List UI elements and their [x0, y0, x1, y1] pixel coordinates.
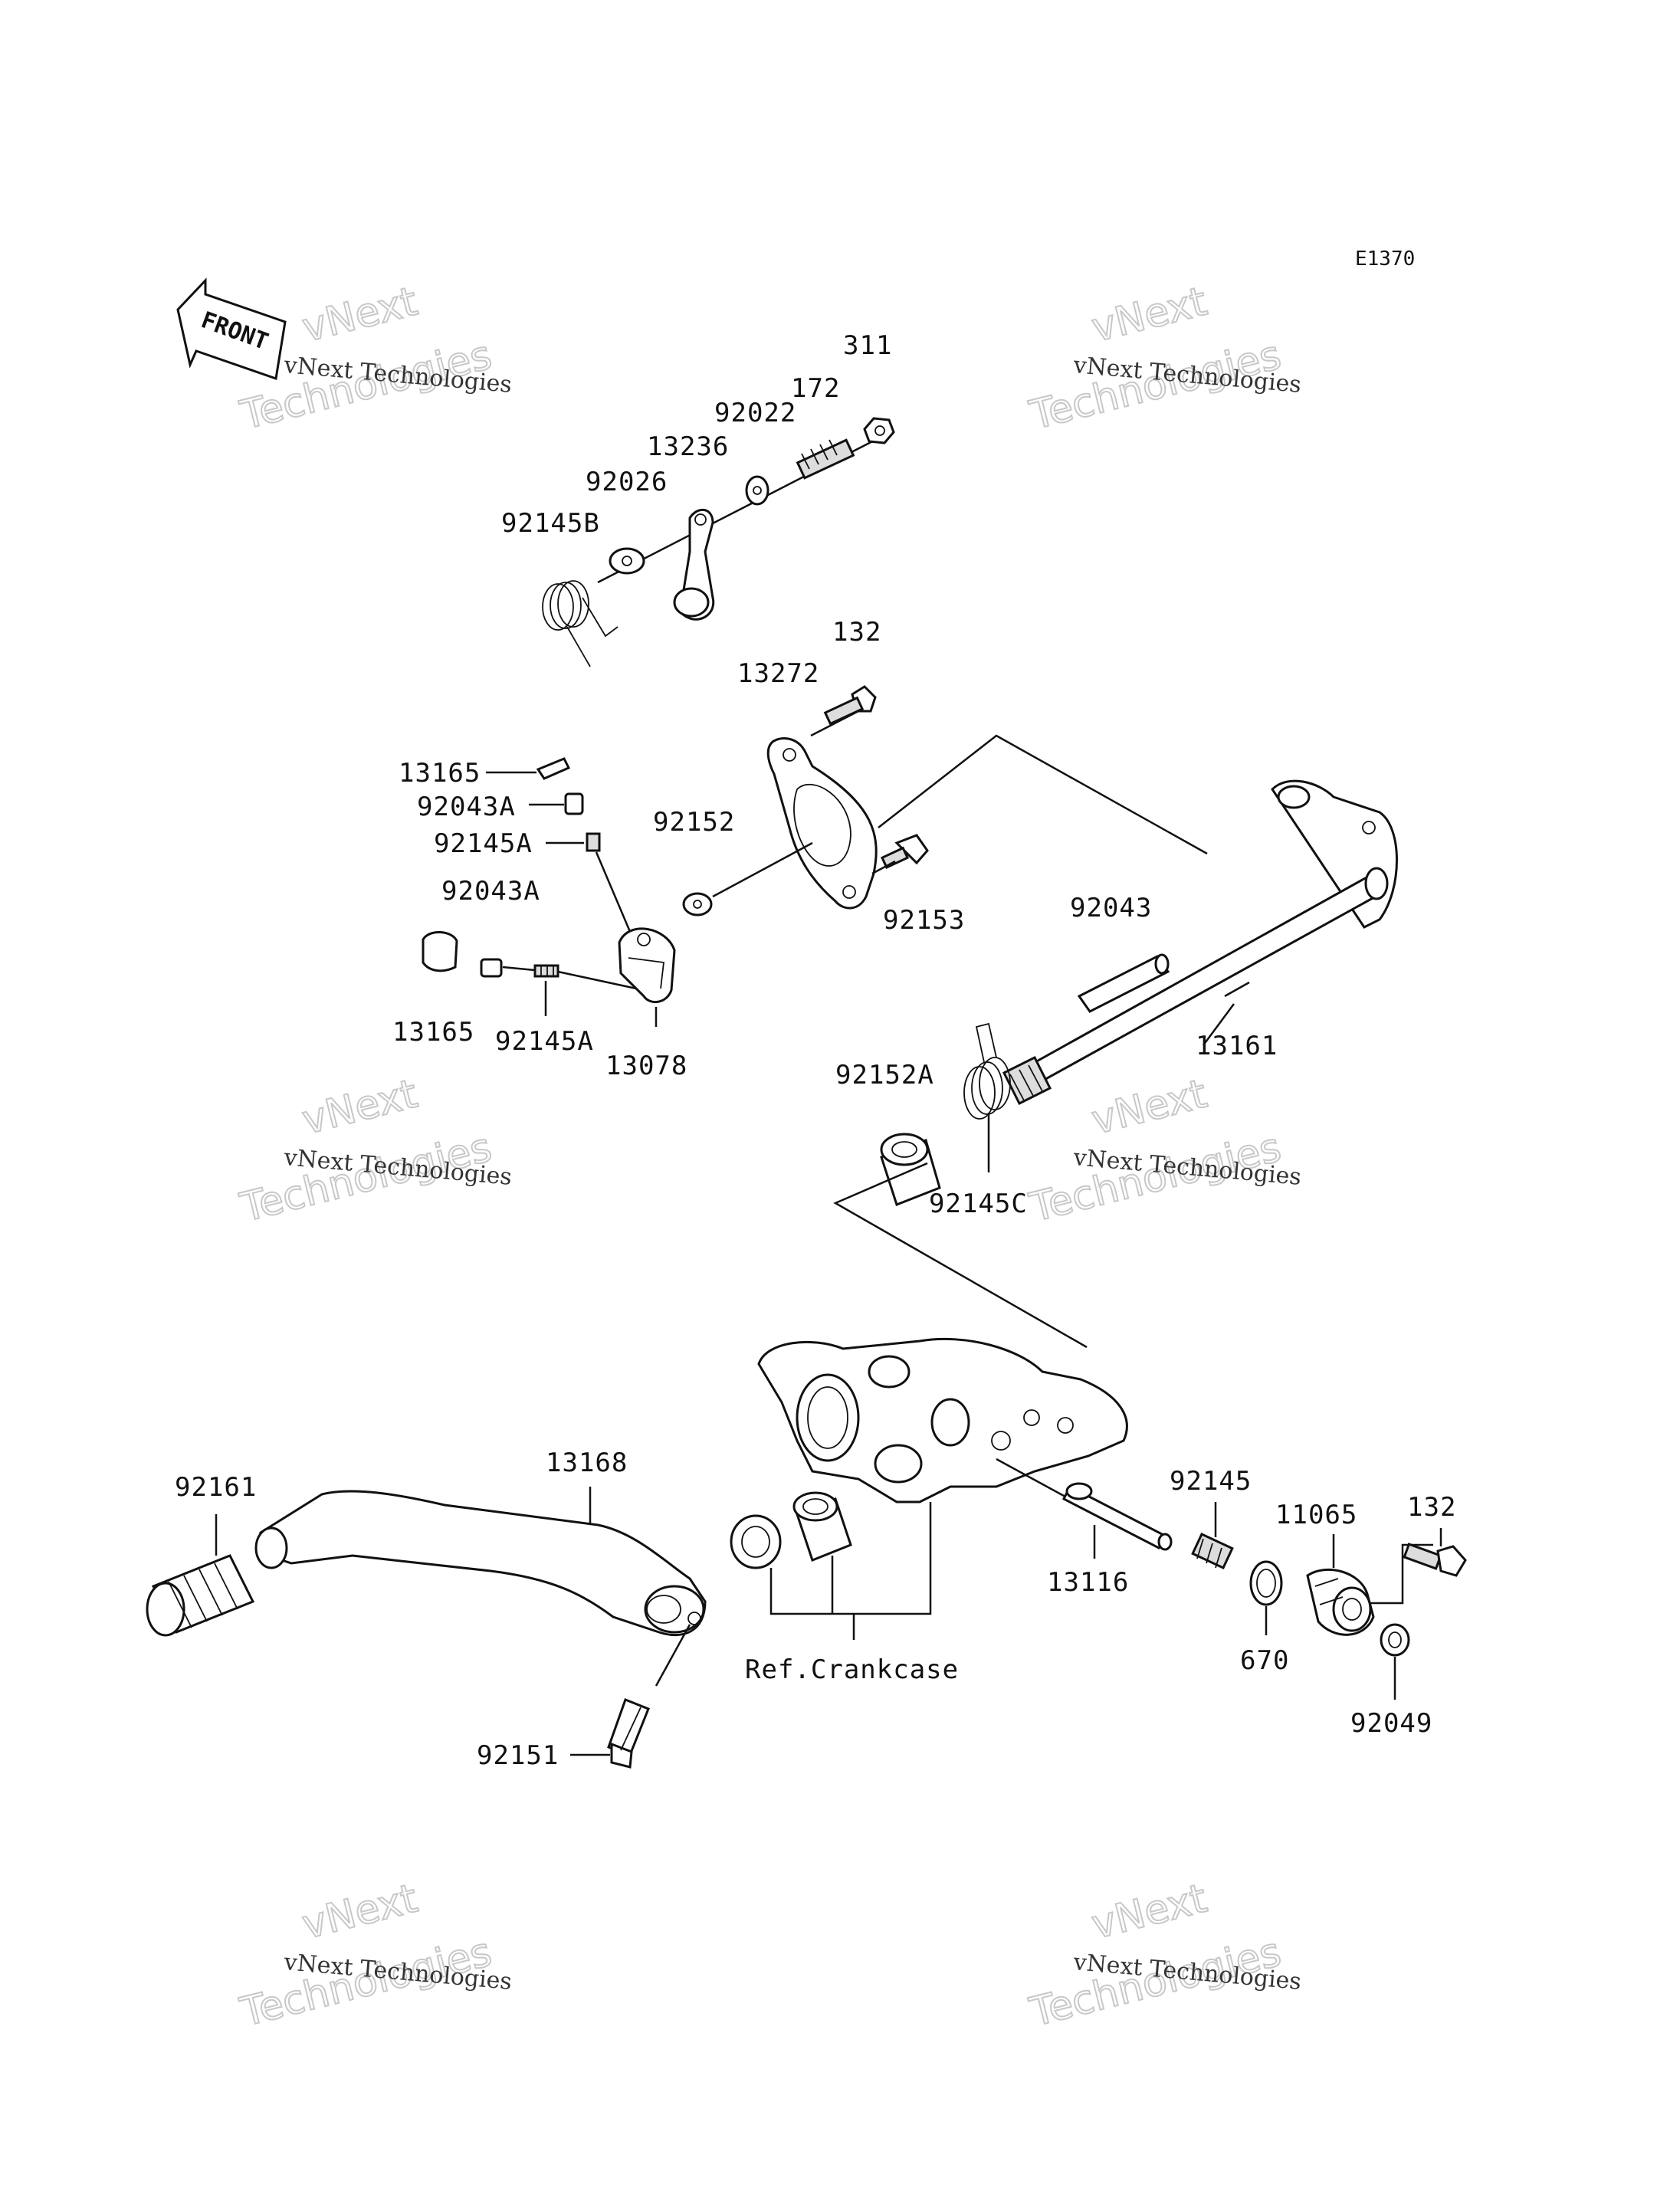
part-92151-bolt	[607, 1698, 650, 1769]
watermark-mid-left: vNext Technologies vNext Technologies	[235, 1071, 514, 1232]
leader-92145A-line	[595, 851, 636, 943]
axis-line-plate	[712, 841, 813, 898]
part-92043A-bottom	[480, 958, 503, 978]
leader-92153	[871, 860, 896, 875]
leader-link-2	[557, 970, 637, 990]
part-92153-screw	[880, 834, 929, 870]
part-oil-seal	[730, 1514, 782, 1569]
part-92145A-top	[586, 832, 601, 852]
part-132-bolt-bottom	[1403, 1543, 1467, 1577]
label-92043: 92043	[1070, 893, 1152, 923]
leader-92043	[1224, 981, 1250, 998]
leader-13161	[1202, 1003, 1235, 1046]
label-92026: 92026	[586, 467, 668, 497]
part-92145-spring	[1191, 1533, 1234, 1569]
part-92145C-spring	[963, 1022, 1011, 1120]
part-92026-washer	[609, 547, 645, 575]
label-11065: 11065	[1275, 1500, 1357, 1530]
front-arrow-icon: FRONT	[176, 277, 287, 381]
part-92043A-top	[564, 792, 584, 815]
part-11065-cap	[1306, 1569, 1375, 1636]
leader-link-1	[502, 966, 536, 972]
part-92049-washer	[1380, 1623, 1410, 1657]
label-92049: 92049	[1350, 1708, 1432, 1739]
part-labels: 311 172 92022 13236 92026 92145B 132 132…	[175, 330, 1456, 1771]
label-92153: 92153	[883, 905, 965, 936]
label-13165-top: 13165	[399, 758, 481, 789]
ref-crankcase-label: Ref.Crankcase	[745, 1654, 959, 1685]
part-92161-rubber	[146, 1554, 255, 1637]
label-92151: 92151	[477, 1740, 559, 1771]
label-132-bottom: 132	[1407, 1492, 1456, 1523]
svg-text:vNext: vNext	[298, 1876, 422, 1949]
diagram-code: E1370	[1355, 248, 1415, 271]
part-13272-plate	[766, 737, 878, 910]
part-13161-shaft	[1002, 779, 1398, 1106]
label-13168: 13168	[546, 1448, 628, 1478]
part-92145B-spring	[542, 580, 619, 667]
label-172: 172	[791, 373, 840, 404]
label-13272: 13272	[737, 658, 819, 689]
part-13116-pin	[1061, 1482, 1173, 1551]
part-needle-bearing	[792, 1491, 852, 1562]
svg-text:vNext: vNext	[1088, 279, 1212, 352]
svg-text:vNext: vNext	[298, 1071, 422, 1144]
part-132-bolt-top	[823, 685, 877, 726]
leader-132b-bracket	[1370, 1543, 1433, 1605]
label-311: 311	[843, 330, 892, 361]
label-92043A-bottom: 92043A	[441, 876, 540, 907]
part-92152A-bushing	[880, 1133, 941, 1206]
svg-text:vNext: vNext	[1088, 1071, 1212, 1144]
label-670: 670	[1240, 1645, 1289, 1676]
label-92145A-top: 92145A	[434, 828, 533, 859]
label-92145: 92145	[1170, 1466, 1252, 1497]
label-132-top: 132	[832, 617, 881, 648]
label-13116: 13116	[1047, 1567, 1129, 1598]
part-crankcase-ref	[757, 1337, 1128, 1503]
label-92043A-top: 92043A	[417, 792, 516, 822]
label-92152: 92152	[653, 807, 735, 838]
ref-bracket-line	[769, 1502, 932, 1615]
leader-132	[810, 708, 862, 737]
part-13165-top	[536, 757, 571, 780]
label-13078: 13078	[605, 1051, 687, 1081]
part-92022-washer	[745, 475, 769, 506]
part-92152-washer	[682, 892, 713, 917]
part-311-nut	[863, 417, 895, 444]
label-92145C: 92145C	[929, 1189, 1028, 1219]
part-13165-bottom	[422, 931, 458, 972]
watermark-mid-right: vNext Technologies vNext Technologies	[1025, 1071, 1303, 1232]
label-13236: 13236	[647, 431, 729, 462]
svg-text:vNext: vNext	[1088, 1876, 1212, 1949]
label-13161: 13161	[1196, 1031, 1278, 1061]
watermark-top-right: vNext Technologies vNext Technologies	[1025, 278, 1303, 440]
label-92145B: 92145B	[501, 508, 600, 539]
part-13168-pedal	[254, 1490, 707, 1637]
label-13165-bottom: 13165	[392, 1017, 474, 1048]
label-92022: 92022	[714, 398, 796, 428]
label-92161: 92161	[175, 1472, 257, 1503]
leader-pedal-bolt	[655, 1624, 691, 1687]
part-670-circlip	[1249, 1560, 1283, 1606]
label-92145A-bottom: 92145A	[495, 1026, 594, 1057]
part-13236-arm	[673, 509, 715, 621]
part-13078-holder	[618, 927, 676, 1003]
label-92152A: 92152A	[835, 1060, 934, 1090]
shaft-guide-line	[878, 734, 1208, 855]
part-172-stud	[796, 438, 855, 480]
watermark-bottom-left: vNext Technologies vNext Technologies	[235, 1875, 514, 2037]
part-92043-pin	[1077, 953, 1170, 1013]
svg-text:vNext: vNext	[298, 279, 422, 352]
crankcase-guide-line	[833, 1162, 1088, 1349]
part-92145A-bottom	[533, 964, 559, 978]
watermark-bottom-right: vNext Technologies vNext Technologies	[1025, 1875, 1303, 2037]
